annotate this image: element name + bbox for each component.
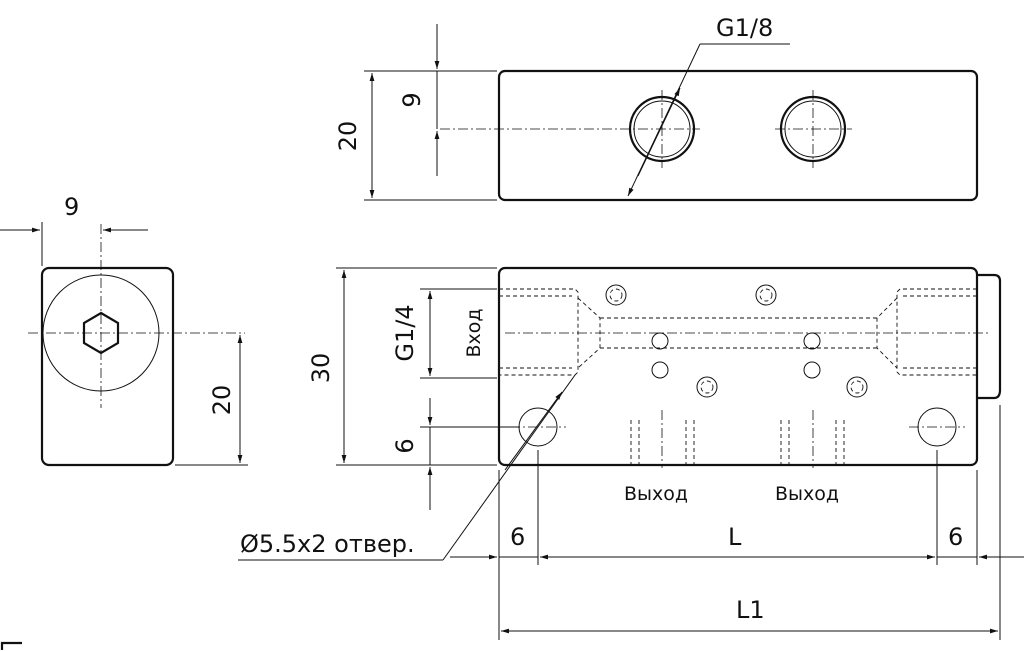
dim-bottom-L1-label: L1 [736,596,765,624]
small-holes [605,284,868,398]
thread-inlet-label: G1/4 [391,304,419,361]
top-view: G1/8 20 9 [334,14,979,202]
corner-mark [0,641,22,650]
bottom-dimensions: 6 L 6 L1 [450,405,1024,640]
outlet-label-2: Выход [775,483,839,505]
inlet-label: Вход [463,308,485,357]
side-view: 9 20 [0,193,248,467]
dim-top-9-label: 9 [398,92,426,107]
dim-bottom-6-right-label: 6 [948,523,963,551]
front-view: Выход Выход 30 G1/4 Вход 6 Ø5.5x2 отвер. [238,266,1002,561]
dim-top-20-label: 20 [334,121,362,152]
side-view-body [40,266,175,467]
front-view-body [497,266,979,467]
dim-bottom-L-label: L [728,523,742,551]
dim-front-30-label: 30 [307,353,335,384]
end-plug [977,273,1002,400]
holes-note-label: Ø5.5x2 отвер. [240,530,415,558]
dim-front-6-label: 6 [391,438,419,453]
dim-bottom-6-left-label: 6 [510,523,525,551]
top-view-body [497,69,979,202]
outlet-label-1: Выход [624,483,688,505]
thread-top-label: G1/8 [716,14,773,42]
dim-side-9-label: 9 [64,193,79,221]
dim-side-20-label: 20 [208,385,236,416]
